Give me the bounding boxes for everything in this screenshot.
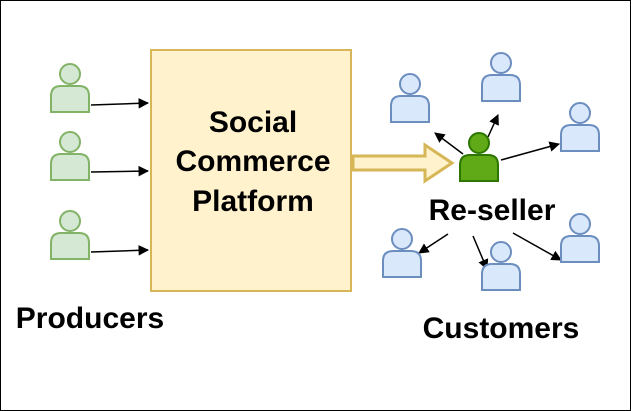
customer-person-icon [390, 73, 430, 123]
person-body [560, 235, 600, 263]
producer-person-icon [50, 210, 90, 260]
producer-connector [90, 245, 150, 256]
person-head [399, 73, 421, 95]
platform-label-line-2: Commerce [175, 145, 330, 178]
people-layer [50, 52, 600, 291]
platform-box [150, 49, 352, 292]
person-head [490, 52, 512, 74]
reseller-connector [512, 232, 562, 261]
person-body [390, 95, 430, 123]
person-head [490, 241, 512, 263]
person-body [560, 124, 600, 152]
person-body [459, 154, 499, 182]
person-body [50, 85, 90, 113]
person-body [50, 232, 90, 260]
customer-person-icon [560, 213, 600, 263]
reseller-connector [434, 132, 464, 155]
producer-connector [90, 165, 150, 177]
reseller-connector [418, 233, 449, 254]
person-head [569, 213, 591, 235]
person-head [59, 63, 81, 85]
customer-person-icon [481, 52, 521, 102]
person-head [59, 131, 81, 153]
person-body [481, 74, 521, 102]
person-body [382, 250, 422, 278]
customer-person-icon [382, 228, 422, 278]
person-head [391, 228, 413, 250]
platform-label-line-1: Social [209, 106, 297, 139]
reseller-connector [500, 141, 561, 161]
producers-label: Producers [16, 302, 164, 335]
producer-person-icon [50, 63, 90, 113]
person-head [468, 132, 490, 154]
person-head [59, 210, 81, 232]
person-head [569, 102, 591, 124]
platform-label-line-3: Platform [192, 185, 314, 218]
reseller-person-icon [459, 132, 499, 182]
reseller-label: Re-seller [429, 194, 556, 227]
customers-label: Customers [423, 312, 580, 345]
producer-connector [90, 98, 150, 109]
reseller-connector [487, 114, 499, 138]
producer-person-icon [50, 131, 90, 181]
customer-person-icon [481, 241, 521, 291]
person-body [481, 263, 521, 291]
platform-to-reseller-arrow [351, 142, 455, 184]
customer-person-icon [560, 102, 600, 152]
reseller-connector [472, 235, 489, 270]
person-body [50, 153, 90, 181]
